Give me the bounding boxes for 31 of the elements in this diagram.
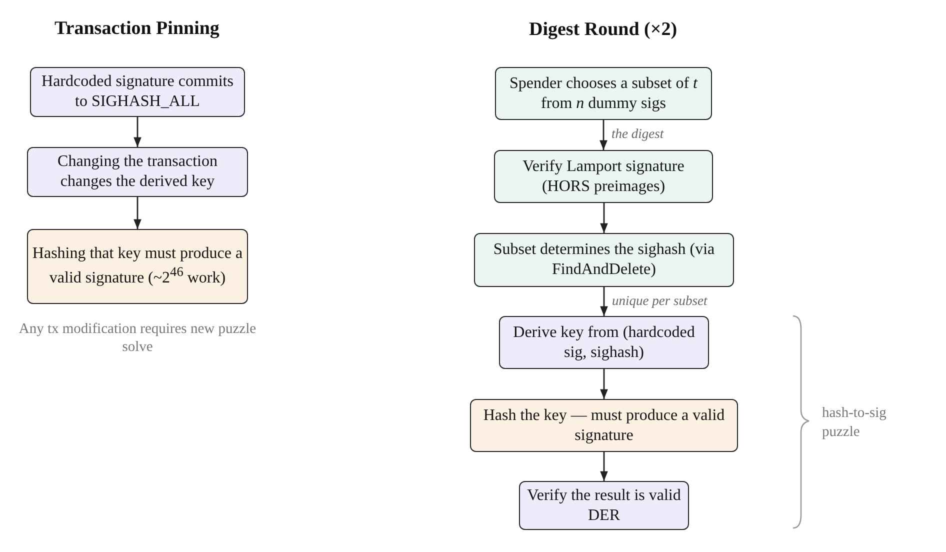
- box-text: Verify the result is valid DER: [526, 486, 682, 526]
- process-box: [27, 147, 248, 197]
- process-box: [494, 150, 713, 203]
- note: Any tx modification requires new puzzle solve: [18, 320, 258, 356]
- arrow: [600, 369, 608, 399]
- panel-heading: Digest Round (×2): [528, 19, 678, 41]
- arrow: [134, 117, 142, 147]
- arrow: [134, 197, 142, 229]
- box-text: Changing the transaction changes the derived key: [56, 152, 218, 192]
- box-text: Hardcoded signature commits to SIGHASH_ALL: [40, 72, 234, 112]
- highlight-box: [27, 229, 248, 304]
- box-text: Subset determines the sighash (via FindAndDelete): [492, 240, 716, 280]
- panel-heading: Transaction Pinning: [54, 18, 220, 40]
- box-text: Spender chooses a subset of t from n dummy sigs: [508, 74, 699, 114]
- arrow: [600, 203, 608, 233]
- arrow: [600, 120, 608, 150]
- arrow: [600, 287, 608, 316]
- edge-label: the digest: [612, 126, 664, 142]
- process-box: [495, 67, 712, 120]
- brace-label: hash-to-sig puzzle: [822, 404, 888, 442]
- arrow: [600, 452, 608, 481]
- box-text: Hashing that key must produce a valid signature (~2$^{46}$ work): [32, 244, 243, 289]
- box-text: Derive key from (hardcoded sig, sighash): [512, 322, 696, 362]
- process-box: [30, 67, 245, 117]
- highlight-box: [470, 399, 738, 452]
- process-box: [474, 233, 734, 287]
- box-text: Verify Lamport signature (HORS preimages): [522, 156, 686, 196]
- box-text: Hash the key — must produce a valid signature: [482, 406, 726, 446]
- edge-label: unique per subset: [612, 292, 708, 308]
- process-box: [519, 481, 689, 530]
- process-box: [499, 316, 709, 369]
